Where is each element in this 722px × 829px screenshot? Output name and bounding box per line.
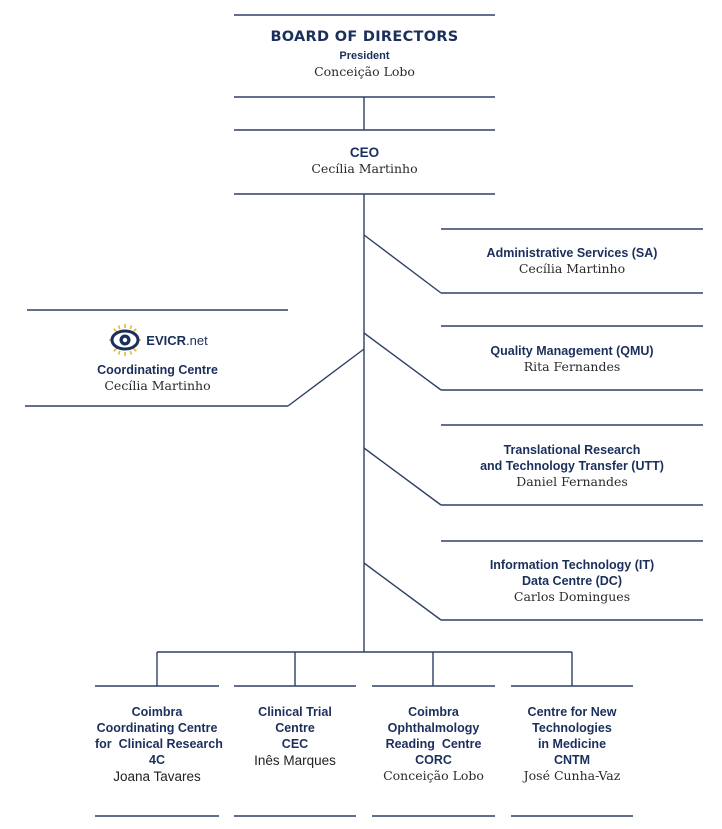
ceo-title: CEO — [349, 145, 380, 160]
board-box: BOARD OF DIRECTORS President Conceição L… — [234, 27, 495, 80]
unit-head-name: Rita Fernandes — [523, 359, 621, 374]
unit-head-name: Cecília Martinho — [518, 261, 626, 276]
logo-brand: EVICR — [146, 332, 187, 348]
unit-information-technology: Information Technology (IT) Data Centre … — [441, 557, 703, 605]
ceo-box: CEO Cecília Martinho — [234, 145, 495, 177]
unit-coordinating-centre: EVICR.net Coordinating Centre Cecília Ma… — [27, 322, 288, 394]
unit-title-line: Coordinating Centre — [96, 721, 218, 735]
unit-acronym: CORC — [415, 753, 452, 767]
evicr-logo: EVICR.net — [107, 322, 208, 358]
connector-sa — [363, 234, 442, 294]
unit-title-line: Coimbra — [131, 705, 183, 719]
board-title: BOARD OF DIRECTORS — [270, 29, 459, 45]
unit-head-name: Inês Marques — [254, 753, 336, 768]
unit-title-line: Coordinating Centre — [97, 363, 218, 377]
unit-head-name: Conceição Lobo — [383, 768, 484, 783]
connector-coordinating — [287, 348, 365, 407]
unit-title-line: Coimbra — [408, 705, 459, 719]
unit-head-name: Cecília Martinho — [104, 378, 211, 393]
unit-acronym: CEC — [281, 737, 309, 751]
connector-it — [363, 562, 442, 621]
unit-title-line: Centre — [275, 721, 315, 735]
logo-suffix: .net — [186, 332, 208, 348]
board-role: President — [339, 50, 390, 62]
unit-head-name: Carlos Domingues — [513, 589, 631, 604]
unit-title-line: Translational Research — [503, 443, 641, 457]
unit-title-line: Data Centre (DC) — [521, 574, 622, 588]
board-name: Conceição Lobo — [314, 64, 415, 79]
unit-cntm: Centre for New Technologies in Medicine … — [511, 704, 633, 784]
unit-corc: Coimbra Ophthalmology Reading Centre COR… — [372, 704, 495, 784]
unit-title-line: Information Technology (IT) — [489, 558, 655, 572]
unit-head-name: Daniel Fernandes — [516, 474, 628, 489]
unit-acronym: CNTM — [553, 753, 591, 767]
unit-4c: Coimbra Coordinating Centre for Clinical… — [95, 704, 223, 785]
unit-head-name: Joana Tavares — [113, 769, 201, 784]
unit-title-line: Quality Management (QMU) — [490, 344, 654, 358]
unit-title-line: Centre for New — [527, 705, 617, 719]
eye-icon — [109, 324, 142, 356]
unit-title-line: Technologies — [532, 721, 612, 735]
unit-title-line: and Technology Transfer (UTT) — [480, 459, 664, 473]
ceo-name: Cecília Martinho — [311, 161, 418, 176]
unit-translational-research: Translational Research and Technology Tr… — [441, 442, 703, 490]
unit-title-line: Administrative Services (SA) — [486, 246, 658, 260]
unit-title-line: Reading Centre — [385, 737, 482, 751]
unit-administrative-services: Administrative Services (SA) Cecília Mar… — [441, 245, 703, 277]
unit-quality-management: Quality Management (QMU) Rita Fernandes — [441, 343, 703, 375]
unit-title-line: in Medicine — [537, 737, 607, 751]
unit-head-name: José Cunha-Vaz — [523, 768, 621, 783]
unit-title-line: for Clinical Research — [95, 737, 223, 751]
unit-title-line: Clinical Trial — [258, 705, 332, 719]
connector-utt — [363, 447, 442, 506]
unit-acronym: 4C — [149, 753, 165, 767]
unit-cec: Clinical Trial Centre CEC Inês Marques — [234, 704, 356, 769]
connector-qmu — [363, 332, 442, 391]
unit-title-line: Ophthalmology — [387, 721, 480, 735]
